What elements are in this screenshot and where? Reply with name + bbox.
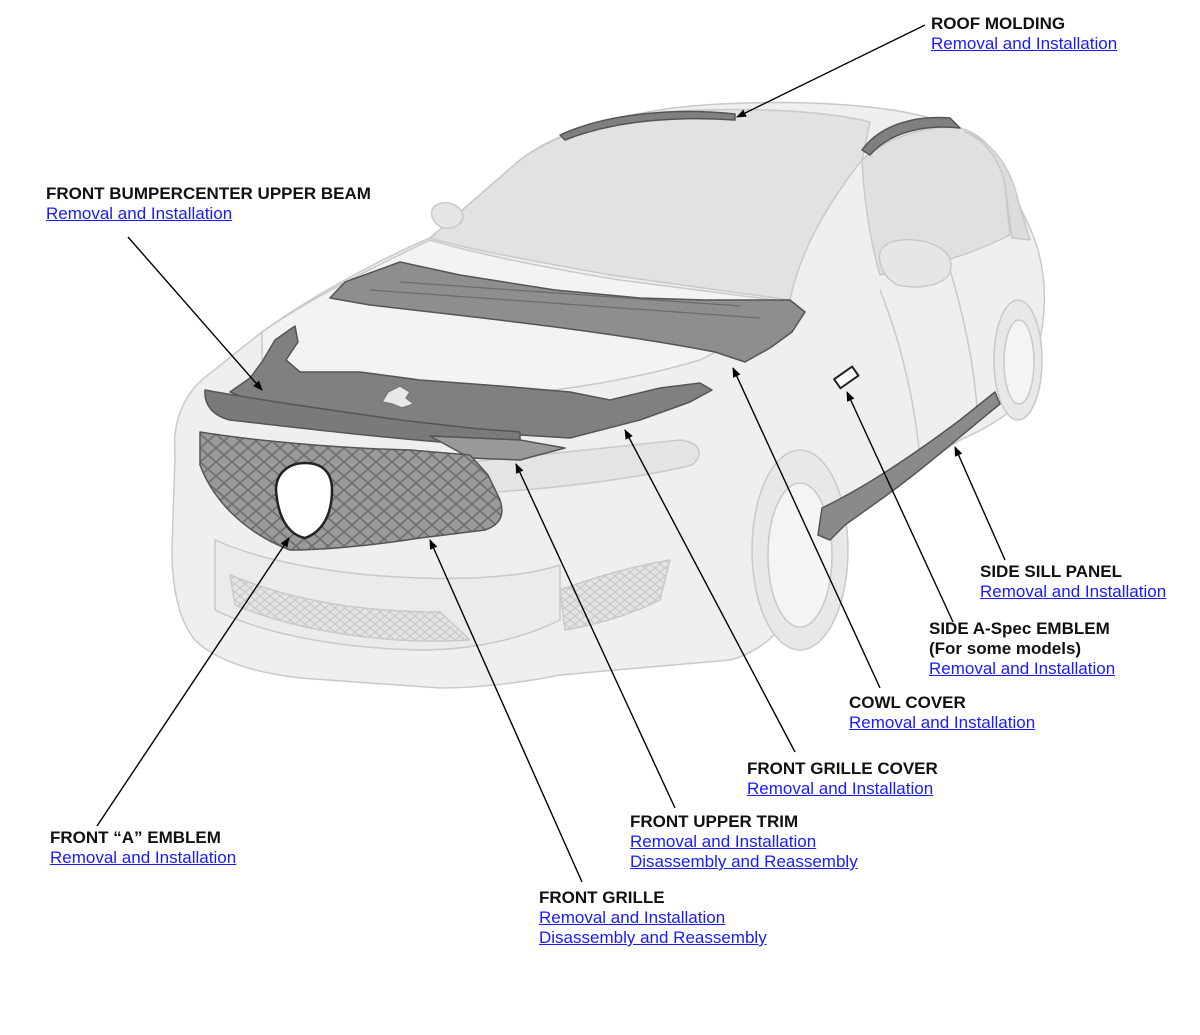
aspec-emblem-part (833, 365, 860, 390)
highlighted-parts (199, 110, 1001, 551)
leader-grille-cover (624, 429, 796, 753)
callout-side-sill: SIDE SILL PANEL Removal and Installation (980, 562, 1166, 602)
front-grille-title: FRONT GRILLE (539, 888, 665, 907)
rear-wheel-rim (1003, 319, 1035, 405)
side-sill-part (817, 391, 1001, 541)
side-sill-removal-link[interactable]: Removal and Installation (980, 582, 1167, 601)
leader-bumper-beam (127, 236, 263, 391)
left-mirror (430, 202, 464, 230)
a-emblem-title: FRONT “A” EMBLEM (50, 828, 221, 847)
cowl-cover-part (329, 261, 806, 363)
front-grille-part (199, 431, 503, 551)
grille-cover-title: FRONT GRILLE COVER (747, 759, 938, 778)
bumper-beam-removal-link[interactable]: Removal and Installation (46, 204, 233, 223)
callout-a-emblem: FRONT “A” EMBLEM Removal and Installatio… (50, 828, 236, 868)
callout-roof-molding: ROOF MOLDING Removal and Installation (931, 14, 1117, 54)
rear-window (964, 131, 1031, 241)
a-emblem-part (274, 461, 334, 540)
grille-cover-removal-link[interactable]: Removal and Installation (747, 779, 934, 798)
leader-side-sill (954, 446, 1006, 561)
upper-trim-removal-link[interactable]: Removal and Installation (630, 832, 817, 851)
upper-trim-disassembly-link[interactable]: Disassembly and Reassembly (630, 852, 858, 871)
leader-front-grille (429, 539, 583, 883)
door-line (879, 289, 921, 461)
bumper-beam-title: FRONT BUMPERCENTER UPPER BEAM (46, 184, 371, 203)
callout-grille-cover: FRONT GRILLE COVER Removal and Installat… (747, 759, 938, 799)
leader-cowl-cover (732, 367, 881, 689)
a-emblem-removal-link[interactable]: Removal and Installation (50, 848, 237, 867)
door-line-2 (949, 269, 979, 421)
roof-molding-removal-link[interactable]: Removal and Installation (931, 34, 1118, 53)
side-window (861, 126, 1011, 276)
aspec-emblem-title: SIDE A-Spec EMBLEM (929, 619, 1110, 638)
callout-cowl-cover: COWL COVER Removal and Installation (849, 693, 1035, 733)
side-sill-title: SIDE SILL PANEL (980, 562, 1123, 581)
callout-upper-trim: FRONT UPPER TRIM Removal and Installatio… (630, 812, 858, 872)
leader-lines (96, 24, 1006, 883)
leader-aspec-emblem (846, 391, 954, 623)
aspec-emblem-removal-link[interactable]: Removal and Installation (929, 659, 1116, 678)
front-grille-disassembly-link[interactable]: Disassembly and Reassembly (539, 928, 767, 947)
roof-molding-part (559, 110, 736, 141)
roof-molding-title: ROOF MOLDING (931, 14, 1066, 33)
roof-molding-part-right (861, 116, 961, 156)
side-vent (559, 559, 671, 631)
aspec-emblem-subtitle: (For some models) (929, 639, 1082, 658)
leader-roof-molding (736, 24, 926, 118)
callout-front-grille: FRONT GRILLE Removal and Installation Di… (539, 888, 767, 948)
cowl-cover-ribs (369, 281, 761, 319)
callout-bumper-beam: FRONT BUMPERCENTER UPPER BEAM Removal an… (46, 184, 371, 224)
lower-vent (229, 574, 471, 642)
leader-upper-trim (515, 463, 676, 809)
leader-a-emblem (96, 537, 290, 827)
front-wheel-rim (767, 482, 833, 628)
beam-cross (381, 385, 415, 409)
callout-aspec-emblem: SIDE A-Spec EMBLEM (For some models) Rem… (929, 619, 1115, 679)
cowl-cover-removal-link[interactable]: Removal and Installation (849, 713, 1036, 732)
cowl-cover-title: COWL COVER (849, 693, 966, 712)
upper-trim-title: FRONT UPPER TRIM (630, 812, 799, 831)
front-grille-removal-link[interactable]: Removal and Installation (539, 908, 726, 927)
